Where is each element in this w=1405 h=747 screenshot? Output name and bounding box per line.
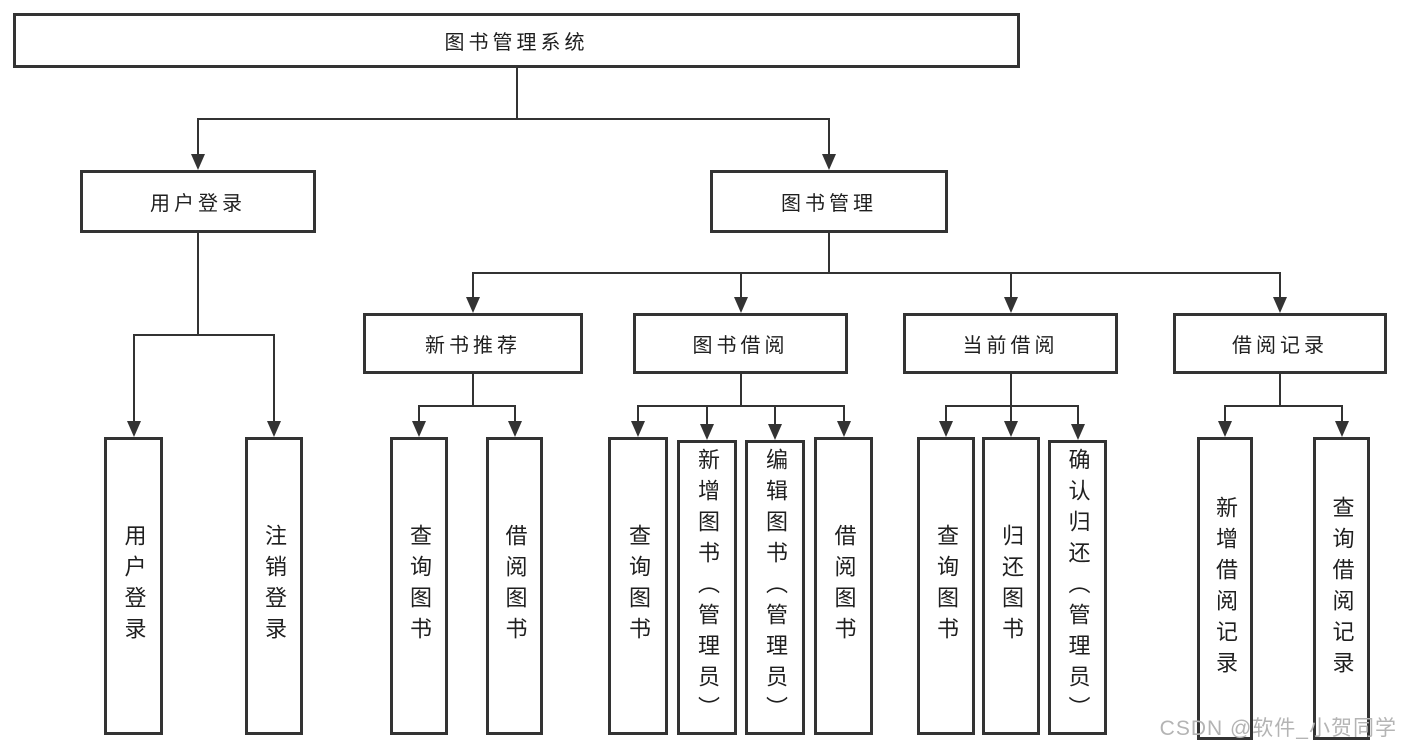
node-label: 新书推荐 — [425, 335, 521, 357]
connector-line — [418, 405, 516, 407]
connector-line — [945, 405, 1079, 407]
arrowhead-down-icon — [1004, 297, 1018, 313]
arrowhead-down-icon — [466, 297, 480, 313]
connector-line — [1279, 273, 1281, 299]
node-book-borrow: 图书借阅 — [633, 313, 848, 374]
connector-line — [197, 118, 830, 120]
node-leaf-query-book-a: 查询图书 — [390, 437, 448, 735]
node-label: 查询图书 — [407, 524, 432, 648]
arrowhead-down-icon — [631, 421, 645, 437]
arrowhead-down-icon — [939, 421, 953, 437]
node-leaf-borrow-book-a: 借阅图书 — [486, 437, 543, 735]
connector-line — [774, 406, 776, 426]
node-user-login: 用户登录 — [80, 170, 316, 233]
arrowhead-down-icon — [837, 421, 851, 437]
node-borrow-record: 借阅记录 — [1173, 313, 1387, 374]
connector-line — [740, 273, 742, 299]
watermark: CSDN @软件_小贺同学 — [1159, 717, 1397, 740]
node-leaf-confirm-return: 确认归还（管理员） — [1048, 440, 1107, 735]
node-label: 新增借阅记录 — [1213, 495, 1238, 682]
connector-line — [273, 335, 275, 423]
arrowhead-down-icon — [508, 421, 522, 437]
connector-line — [945, 406, 947, 423]
node-label: 图书管理 — [781, 193, 877, 215]
connector-line — [843, 406, 845, 423]
node-new-book-rec: 新书推荐 — [363, 313, 583, 374]
node-label: 注销登录 — [262, 524, 287, 648]
node-label: 借阅记录 — [1232, 335, 1328, 357]
arrowhead-down-icon — [1218, 421, 1232, 437]
node-leaf-logout: 注销登录 — [245, 437, 303, 735]
arrowhead-down-icon — [1335, 421, 1349, 437]
arrowhead-down-icon — [267, 421, 281, 437]
node-leaf-edit-book: 编辑图书（管理员） — [745, 440, 805, 735]
connector-line — [133, 334, 275, 336]
connector-line — [637, 405, 845, 407]
connector-line — [516, 68, 518, 119]
arrowhead-down-icon — [1273, 297, 1287, 313]
node-root: 图书管理系统 — [13, 13, 1020, 68]
connector-line — [472, 273, 474, 299]
connector-line — [197, 233, 199, 335]
node-label: 当前借阅 — [962, 335, 1059, 357]
connector-line — [514, 406, 516, 423]
connector-line — [1010, 406, 1012, 423]
node-leaf-query-book-b: 查询图书 — [608, 437, 668, 735]
connector-line — [637, 406, 639, 423]
connector-line — [472, 374, 474, 406]
node-label: 编辑图书（管理员） — [763, 448, 788, 727]
node-label: 借阅图书 — [831, 524, 857, 648]
connector-line — [133, 335, 135, 423]
node-label: 查询借阅记录 — [1329, 495, 1355, 682]
connector-line — [472, 272, 1281, 274]
node-book-mgmt: 图书管理 — [710, 170, 948, 233]
arrowhead-down-icon — [734, 297, 748, 313]
connector-line — [1010, 273, 1012, 299]
node-label: 查询图书 — [934, 524, 959, 648]
connector-line — [1224, 405, 1343, 407]
connector-line — [197, 119, 199, 156]
connector-line — [1010, 374, 1012, 406]
node-leaf-return-book: 归还图书 — [982, 437, 1040, 735]
node-leaf-query-record: 查询借阅记录 — [1313, 437, 1370, 740]
connector-line — [828, 119, 830, 156]
node-leaf-user-login: 用户登录 — [104, 437, 163, 735]
connector-line — [1224, 406, 1226, 423]
arrowhead-down-icon — [768, 424, 782, 440]
node-label: 新增图书（管理员） — [695, 448, 720, 727]
node-label: 借阅图书 — [502, 524, 528, 648]
arrowhead-down-icon — [1071, 424, 1085, 440]
connector-line — [706, 406, 708, 426]
connector-line — [1279, 374, 1281, 406]
node-label: 图书管理系统 — [444, 32, 589, 54]
node-label: 用户登录 — [121, 524, 147, 648]
node-label: 查询图书 — [626, 524, 651, 648]
node-leaf-add-book: 新增图书（管理员） — [677, 440, 737, 735]
node-label: 确认归还（管理员） — [1065, 448, 1091, 727]
arrowhead-down-icon — [191, 154, 205, 170]
node-leaf-borrow-book-b: 借阅图书 — [814, 437, 873, 735]
node-leaf-query-book-c: 查询图书 — [917, 437, 975, 735]
arrowhead-down-icon — [822, 154, 836, 170]
connector-line — [740, 374, 742, 406]
arrowhead-down-icon — [127, 421, 141, 437]
connector-line — [828, 233, 830, 273]
arrowhead-down-icon — [700, 424, 714, 440]
connector-line — [1341, 406, 1343, 423]
connector-line — [1077, 406, 1079, 426]
node-leaf-add-record: 新增借阅记录 — [1197, 437, 1253, 740]
node-label: 用户登录 — [150, 193, 246, 215]
node-label: 图书借阅 — [692, 335, 789, 357]
arrowhead-down-icon — [1004, 421, 1018, 437]
node-current-borrow: 当前借阅 — [903, 313, 1118, 374]
connector-line — [418, 406, 420, 423]
node-label: 归还图书 — [999, 524, 1024, 648]
arrowhead-down-icon — [412, 421, 426, 437]
